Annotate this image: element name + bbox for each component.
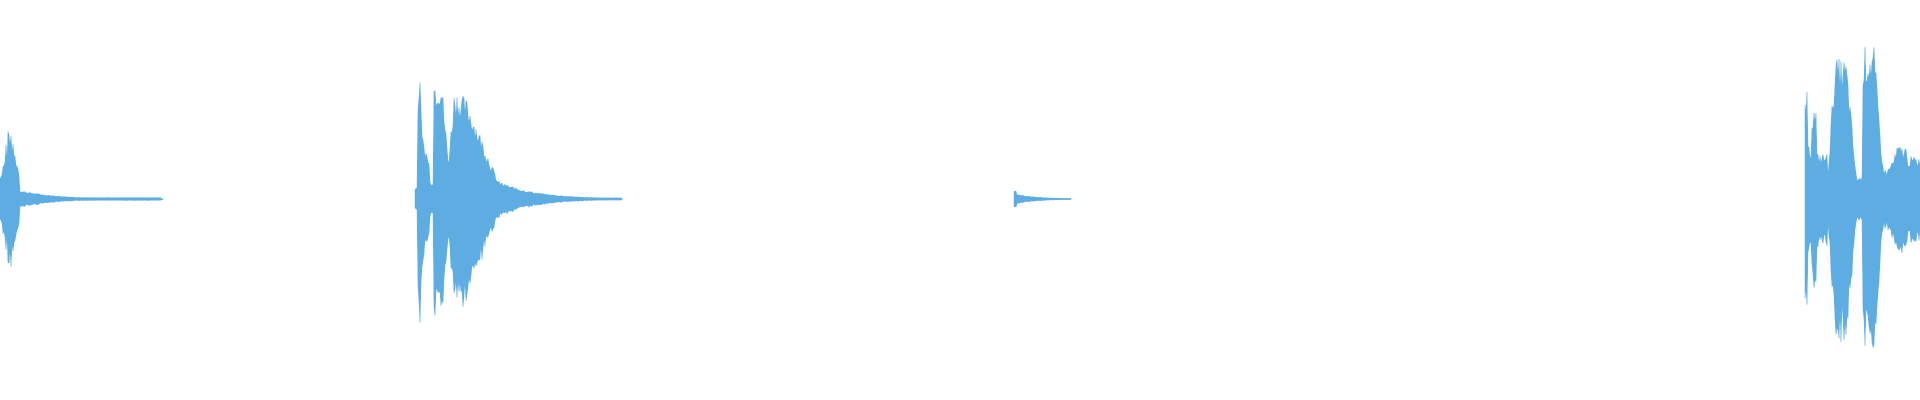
waveform-segment-4 [1804, 47, 1920, 348]
waveform-bars [0, 47, 1920, 348]
waveform-segment-2 [414, 82, 623, 323]
waveform-residual-mark [617, 198, 620, 200]
waveform-residual-mark [605, 198, 608, 200]
waveform-residual-mark [612, 198, 615, 200]
waveform-residual-mark [145, 198, 148, 200]
waveform-residual-mark [160, 198, 163, 200]
